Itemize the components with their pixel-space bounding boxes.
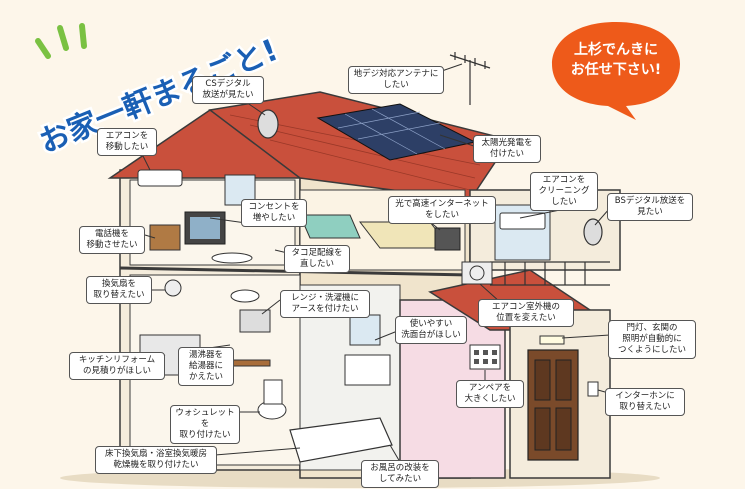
- outdoor-aircon-unit: [461, 261, 493, 285]
- callout-kitchen: キッチンリフォーム の見積りがほしい: [69, 352, 165, 380]
- door-panel-lower-right: [555, 407, 572, 451]
- tv-antenna: [449, 52, 491, 105]
- basin-mirror: [349, 314, 381, 346]
- breaker-panel: [469, 344, 501, 370]
- headline-accent-lines: [35, 23, 87, 59]
- headline-graphic: お家一軒まるごと!: [32, 23, 285, 156]
- callout-heater: 湯沸器を 給湯器に かえたい: [178, 347, 234, 386]
- green-bed: [299, 214, 361, 239]
- callout-washlet: ウォシュレットを 取り付けたい: [170, 405, 240, 444]
- second-aircon: [499, 212, 546, 230]
- callout-aircon-clean: エアコンを クリーニング したい: [530, 172, 598, 211]
- callout-ampere: アンペアを 大きくしたい: [456, 380, 524, 408]
- callout-bath: お風呂の改装を してみたい: [361, 460, 439, 488]
- microwave: [239, 309, 271, 333]
- tv-screen: [190, 217, 220, 239]
- main-roof: [208, 91, 512, 201]
- callout-bs: BSデジタル放送を 見たい: [607, 193, 693, 221]
- callout-aircon-move: エアコンを 移動したい: [97, 128, 157, 156]
- callout-washbasin: 使いやすい 洗面台がほしい: [395, 316, 467, 344]
- porch-light: [539, 335, 565, 345]
- callout-cs: CSデジタル 放送が見たい: [192, 76, 264, 104]
- callout-fan: 換気扇を 取り替えたい: [86, 276, 152, 304]
- badge-text: 上杉でんきに お任せ下さい!: [570, 42, 662, 78]
- callout-solar: 太陽光発電を 付けたい: [473, 135, 541, 163]
- toilet-tank: [263, 379, 283, 405]
- callout-phone: 電話機を 移動させたい: [79, 226, 145, 254]
- callout-octopus: タコ足配線を 直したい: [284, 245, 350, 273]
- callout-antenna: 地デジ対応アンテナに したい: [348, 66, 444, 94]
- bathtub: [289, 417, 393, 463]
- badge-shape: [552, 22, 680, 120]
- wall-aircon: [137, 169, 183, 187]
- bs-dish: [583, 218, 603, 246]
- callout-fiber: 光で高速インターネット をしたい: [388, 196, 496, 224]
- intercom-box: [587, 381, 599, 397]
- pendant-lamp: [230, 289, 260, 303]
- vent-fan: [164, 279, 182, 297]
- breaker-switches: [474, 350, 497, 364]
- round-table: [211, 252, 253, 264]
- callout-outdoor-unit: エアコン室外機の 位置を変えたい: [478, 299, 574, 327]
- wash-basin: [344, 354, 391, 386]
- badge-bubble: [552, 22, 680, 120]
- cs-dish: [257, 109, 279, 139]
- callout-intercom: インターホンに 取り替えたい: [605, 388, 685, 416]
- balcony-railing: [490, 261, 610, 286]
- callout-outlet: コンセントを 増やしたい: [241, 199, 307, 227]
- door-panel-left: [534, 359, 551, 401]
- door-panel-right: [555, 359, 572, 401]
- callout-bath-fan: 床下換気扇・浴室換気暖房 乾燥機を取り付けたい: [95, 446, 217, 474]
- outdoor-unit-fan: [469, 265, 485, 281]
- door-panel-lower-left: [534, 407, 551, 451]
- callout-range: レンジ・洗濯機に アースを付けたい: [280, 290, 370, 318]
- solar-panel-grid: [337, 108, 446, 155]
- computer-monitor: [434, 227, 461, 251]
- callout-light: 門灯、玄関の 照明が自動的に つくようにしたい: [608, 320, 696, 359]
